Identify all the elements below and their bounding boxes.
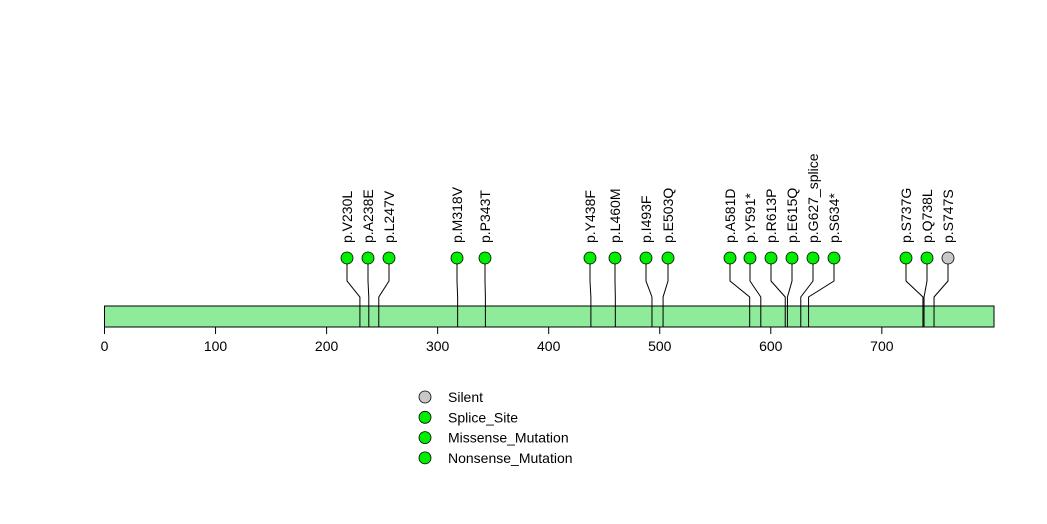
x-tick-label: 400 bbox=[537, 338, 561, 354]
mutation-stem bbox=[456, 258, 459, 327]
mutation-point bbox=[340, 251, 354, 265]
legend-marker bbox=[418, 390, 432, 404]
x-tick-label: 500 bbox=[648, 338, 672, 354]
x-tick-label: 200 bbox=[315, 338, 339, 354]
mutation-point bbox=[608, 251, 622, 265]
legend-marker bbox=[418, 431, 432, 445]
mutation-point bbox=[450, 251, 464, 265]
mutation-point bbox=[639, 251, 653, 265]
mutation-stem bbox=[800, 258, 814, 327]
mutation-label: p.V230L bbox=[339, 191, 355, 243]
mutation-label: p.A581D bbox=[722, 189, 738, 243]
mutation-stem bbox=[770, 258, 786, 327]
mutation-stem bbox=[933, 258, 949, 327]
mutation-point bbox=[806, 251, 820, 265]
mutation-label: p.Y591* bbox=[742, 193, 758, 243]
x-tick-label: 100 bbox=[204, 338, 228, 354]
mutation-point bbox=[661, 251, 675, 265]
mutation-label: p.E503Q bbox=[660, 188, 676, 243]
mutation-stem bbox=[662, 258, 669, 327]
mutation-stem bbox=[729, 258, 751, 327]
mutation-label: p.Y438F bbox=[582, 190, 598, 243]
legend-marker bbox=[418, 410, 432, 424]
mutation-stem bbox=[749, 258, 762, 327]
mutation-label: p.A238E bbox=[360, 189, 376, 243]
mutation-stem bbox=[786, 258, 793, 327]
mutation-stem bbox=[346, 258, 361, 327]
mutation-point bbox=[920, 251, 934, 265]
mutation-stem bbox=[367, 258, 370, 327]
mutation-point bbox=[382, 251, 396, 265]
mutation-stem bbox=[923, 258, 928, 327]
mutation-label: p.E615Q bbox=[784, 188, 800, 243]
mutation-point bbox=[941, 251, 955, 265]
mutation-stem bbox=[808, 258, 835, 327]
mutation-label: p.G627_splice bbox=[805, 153, 821, 243]
mutation-point bbox=[785, 251, 799, 265]
legend-label: Silent bbox=[448, 389, 483, 405]
mutation-label: p.S747S bbox=[940, 189, 956, 243]
mutation-stem bbox=[378, 258, 390, 327]
mutation-point bbox=[723, 251, 737, 265]
mutation-point bbox=[899, 251, 913, 265]
mutation-point bbox=[361, 251, 375, 265]
x-tick-label: 300 bbox=[426, 338, 450, 354]
mutation-label: p.P343T bbox=[477, 190, 493, 243]
protein-bar bbox=[104, 305, 995, 328]
legend-marker bbox=[418, 451, 432, 465]
mutation-stem bbox=[589, 258, 592, 327]
mutation-point bbox=[478, 251, 492, 265]
mutation-point bbox=[743, 251, 757, 265]
legend-label: Splice_Site bbox=[448, 409, 518, 425]
mutation-label: p.L460M bbox=[607, 189, 623, 243]
mutation-stem bbox=[645, 258, 653, 327]
x-tick-label: 0 bbox=[101, 338, 109, 354]
legend-label: Missense_Mutation bbox=[448, 430, 569, 446]
mutation-label: p.S737G bbox=[898, 188, 914, 243]
legend-label: Nonsense_Mutation bbox=[448, 450, 573, 466]
mutation-point bbox=[764, 251, 778, 265]
mutation-label: p.I493F bbox=[638, 196, 654, 243]
mutation-label: p.Q738L bbox=[919, 189, 935, 243]
mutation-label: p.R613P bbox=[763, 189, 779, 243]
mutation-label: p.L247V bbox=[381, 190, 397, 243]
mutation-point bbox=[583, 251, 597, 265]
mutation-point bbox=[827, 251, 841, 265]
mutation-label: p.M318V bbox=[449, 186, 465, 243]
mutation-label: p.S634* bbox=[826, 193, 842, 243]
mutation-stem bbox=[905, 258, 924, 327]
x-tick-label: 700 bbox=[870, 338, 894, 354]
x-tick-label: 600 bbox=[759, 338, 783, 354]
